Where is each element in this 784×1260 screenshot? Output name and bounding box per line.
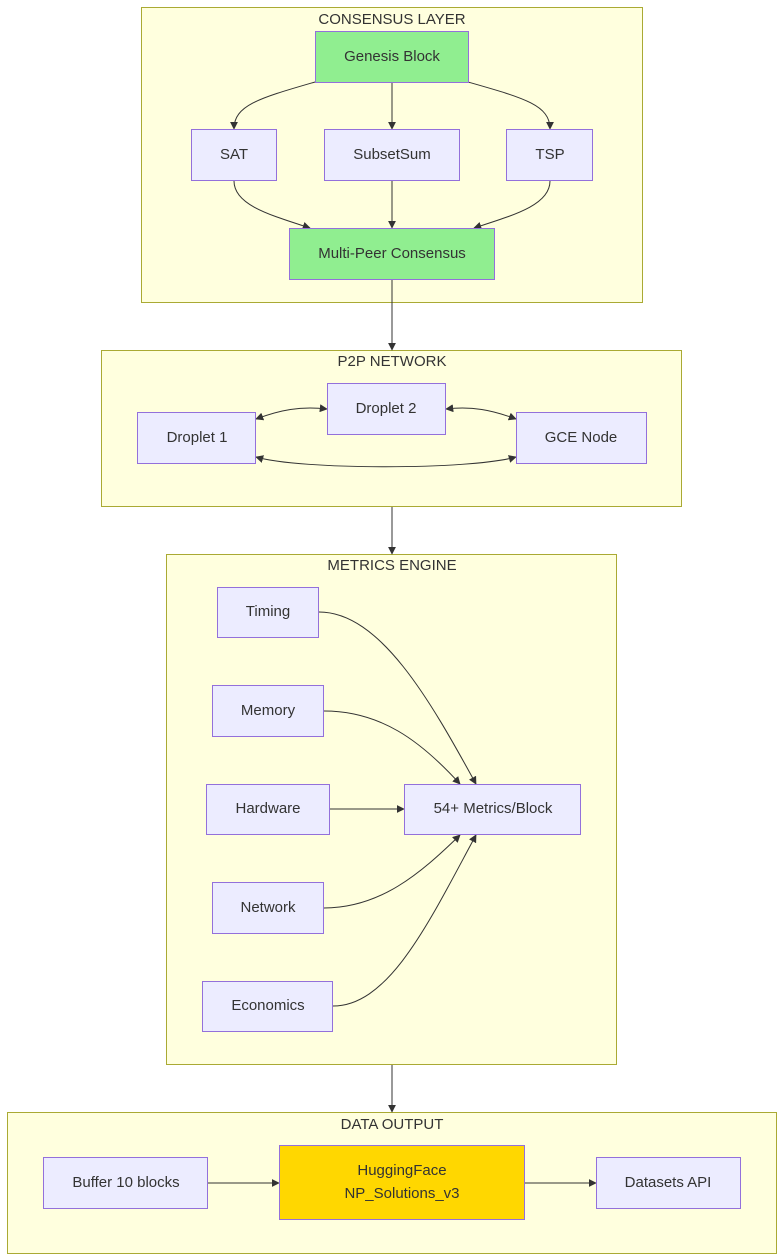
edge-economics-metrics — [332, 834, 477, 1007]
node-memory[interactable]: Memory — [212, 685, 324, 737]
node-huggingface[interactable]: HuggingFace NP_Solutions_v3 — [279, 1145, 525, 1220]
node-label: Droplet 2 — [356, 400, 417, 417]
node-label: Memory — [241, 702, 296, 719]
edge-genesis-sat — [230, 81, 316, 130]
node-label: Network — [240, 899, 296, 916]
node-timing[interactable]: Timing — [217, 587, 319, 638]
node-label: Genesis Block — [344, 48, 440, 65]
edge-sat-consensus — [233, 180, 311, 230]
edge-genesis-tsp — [467, 81, 554, 130]
node-label: Droplet 1 — [167, 429, 228, 446]
node-subsetsum[interactable]: SubsetSum — [324, 129, 460, 181]
node-genesis-block[interactable]: Genesis Block — [315, 31, 469, 83]
cluster-title-output: DATA OUTPUT — [341, 1116, 444, 1133]
node-label: SAT — [220, 146, 248, 163]
edge-network-metrics — [323, 834, 461, 909]
node-buffer-10-blocks[interactable]: Buffer 10 blocks — [43, 1157, 208, 1209]
node-multi-peer-consensus[interactable]: Multi-Peer Consensus — [289, 228, 495, 280]
edge-timing-metrics — [318, 611, 477, 785]
node-label: Multi-Peer Consensus — [318, 245, 466, 262]
node-metrics-per-block[interactable]: 54+ Metrics/Block — [404, 784, 581, 835]
node-label-line-2: NP_Solutions_v3 — [344, 1185, 459, 1202]
node-hardware[interactable]: Hardware — [206, 784, 330, 835]
node-sat[interactable]: SAT — [191, 129, 277, 181]
node-label-line-1: HuggingFace — [357, 1162, 446, 1179]
node-droplet-2[interactable]: Droplet 2 — [327, 383, 446, 435]
node-gce-node[interactable]: GCE Node — [516, 412, 647, 464]
edge-droplet1-gce — [255, 455, 517, 468]
node-label: Buffer 10 blocks — [72, 1174, 179, 1191]
cluster-title-consensus: CONSENSUS LAYER — [318, 11, 465, 28]
node-label: GCE Node — [545, 429, 618, 446]
node-economics[interactable]: Economics — [202, 981, 333, 1032]
edge-droplet1-droplet2 — [255, 404, 328, 421]
node-label: Timing — [246, 603, 290, 620]
cluster-title-metrics: METRICS ENGINE — [327, 557, 456, 574]
node-datasets-api[interactable]: Datasets API — [596, 1157, 741, 1209]
node-label: SubsetSum — [353, 146, 431, 163]
node-droplet-1[interactable]: Droplet 1 — [137, 412, 256, 464]
node-network[interactable]: Network — [212, 882, 324, 934]
node-label: Datasets API — [625, 1174, 712, 1191]
node-tsp[interactable]: TSP — [506, 129, 593, 181]
edges — [208, 81, 597, 1187]
edge-memory-metrics — [323, 710, 461, 785]
node-label: Economics — [231, 997, 304, 1014]
node-label: TSP — [535, 146, 564, 163]
node-label: 54+ Metrics/Block — [434, 800, 553, 817]
edge-droplet2-gce — [445, 404, 517, 421]
node-label: Hardware — [235, 800, 300, 817]
cluster-title-p2p: P2P NETWORK — [338, 353, 447, 370]
edge-tsp-consensus — [473, 180, 551, 230]
